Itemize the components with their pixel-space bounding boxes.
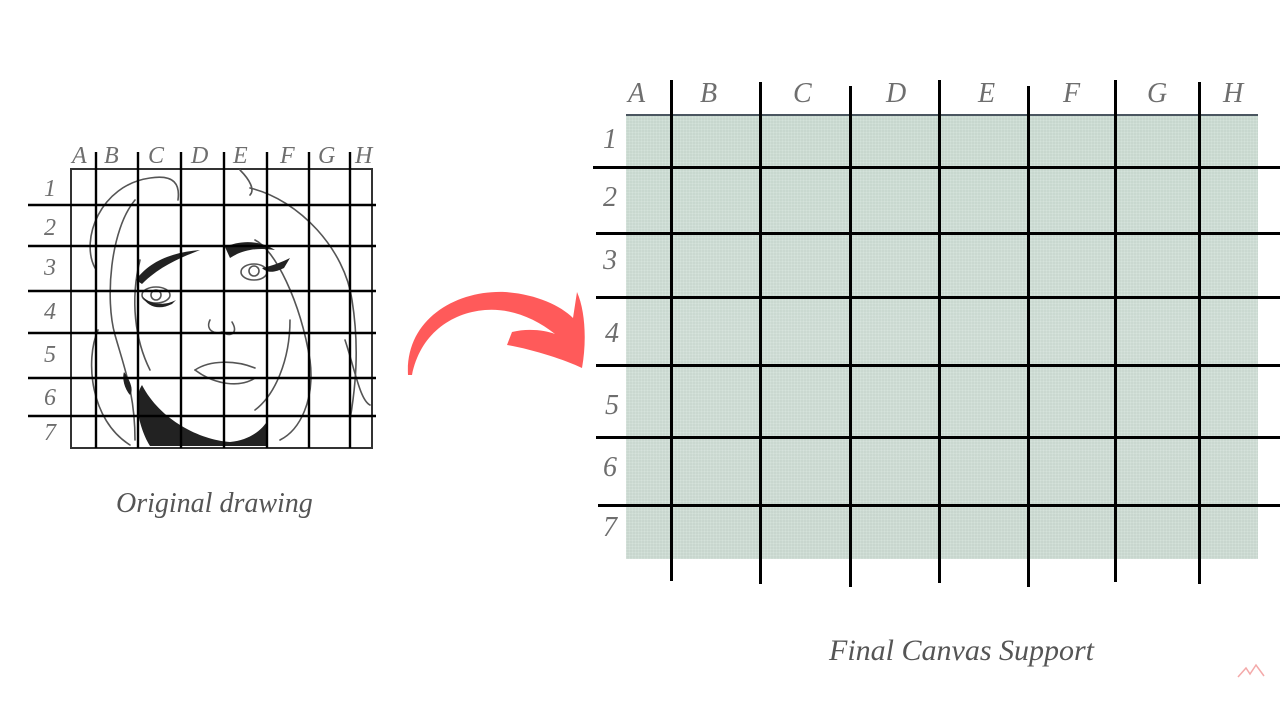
original-drawing-caption: Original drawing bbox=[116, 488, 313, 519]
grid-horizontal-line bbox=[596, 364, 1280, 367]
column-label-g: G bbox=[318, 143, 336, 169]
row-label-5: 5 bbox=[44, 342, 56, 368]
row-label-1: 1 bbox=[603, 124, 617, 155]
column-label-e: E bbox=[233, 143, 248, 169]
grid-horizontal-line bbox=[596, 232, 1280, 235]
column-label-c: C bbox=[793, 78, 812, 109]
grid-vertical-line bbox=[1027, 86, 1030, 587]
grid-vertical-line bbox=[1198, 82, 1201, 584]
column-label-a: A bbox=[628, 78, 646, 109]
canvas-surface bbox=[626, 114, 1258, 559]
column-label-d: D bbox=[191, 143, 209, 169]
grid-vertical-line bbox=[759, 82, 762, 584]
row-label-2: 2 bbox=[44, 215, 56, 241]
column-label-h: H bbox=[355, 143, 373, 169]
grid-horizontal-line bbox=[598, 504, 1280, 507]
row-label-4: 4 bbox=[44, 299, 56, 325]
column-label-b: B bbox=[700, 78, 718, 109]
grid-vertical-line bbox=[849, 86, 852, 587]
grid-horizontal-line bbox=[596, 296, 1280, 299]
column-label-h: H bbox=[1223, 78, 1244, 109]
row-label-5: 5 bbox=[605, 390, 619, 421]
row-label-3: 3 bbox=[44, 255, 56, 281]
logo-mark-icon bbox=[1237, 663, 1265, 678]
column-label-c: C bbox=[148, 143, 165, 169]
curved-arrow-right-icon bbox=[407, 291, 585, 375]
column-label-b: B bbox=[104, 143, 119, 169]
grid-horizontal-line bbox=[596, 436, 1280, 439]
final-canvas-caption: Final Canvas Support bbox=[829, 634, 1095, 667]
grid-vertical-line bbox=[670, 80, 673, 581]
face-drawing-image bbox=[28, 152, 376, 449]
column-label-a: A bbox=[72, 143, 87, 169]
column-label-e: E bbox=[978, 78, 996, 109]
row-label-2: 2 bbox=[603, 182, 617, 213]
row-label-7: 7 bbox=[603, 512, 617, 543]
column-label-f: F bbox=[280, 143, 295, 169]
row-label-3: 3 bbox=[603, 245, 617, 276]
row-label-4: 4 bbox=[605, 318, 619, 349]
row-label-1: 1 bbox=[44, 176, 56, 202]
column-label-d: D bbox=[886, 78, 907, 109]
row-label-6: 6 bbox=[44, 385, 56, 411]
grid-horizontal-line bbox=[593, 166, 1280, 169]
column-label-f: F bbox=[1063, 78, 1081, 109]
grid-vertical-line bbox=[938, 80, 941, 583]
row-label-6: 6 bbox=[603, 452, 617, 483]
grid-vertical-line bbox=[1114, 80, 1117, 582]
column-label-g: G bbox=[1147, 78, 1168, 109]
row-label-7: 7 bbox=[44, 420, 56, 446]
